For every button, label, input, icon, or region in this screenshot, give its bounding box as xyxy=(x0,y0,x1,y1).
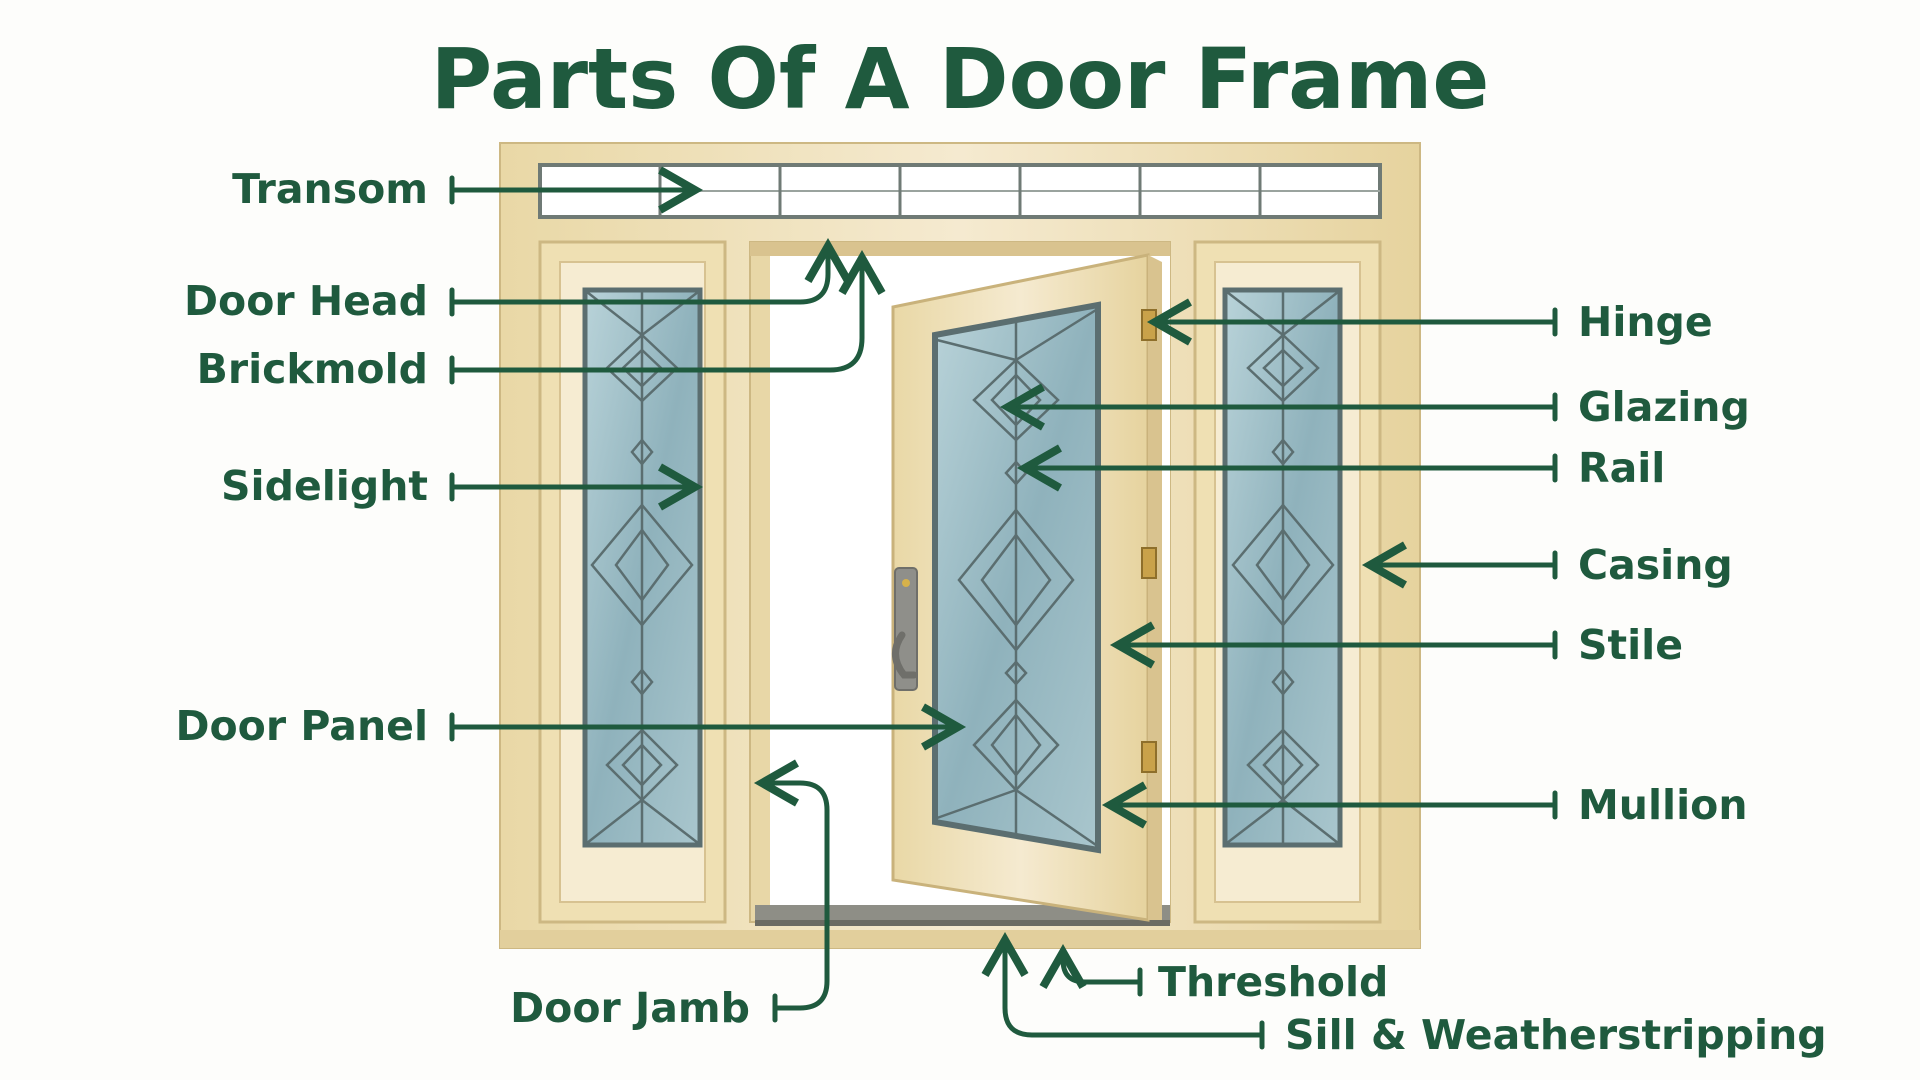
leader-lines xyxy=(449,166,1558,1050)
hinge-top xyxy=(1141,309,1157,341)
door-handle-plate xyxy=(894,567,918,691)
left-sidelight xyxy=(538,240,727,924)
label-casing: Casing xyxy=(1578,541,1733,589)
label-threshold: Threshold xyxy=(1158,958,1389,1006)
leader-door-head xyxy=(449,237,852,305)
leader-door-jamb xyxy=(753,759,830,1011)
label-door-panel: Door Panel xyxy=(175,702,428,750)
leader-brickmold xyxy=(449,249,886,373)
door-leaf xyxy=(891,253,1162,922)
leader-sill xyxy=(981,931,1265,1038)
label-door-jamb: Door Jamb xyxy=(510,984,750,1032)
hinge-middle xyxy=(1141,547,1157,579)
label-glazing: Glazing xyxy=(1578,383,1750,431)
label-stile: Stile xyxy=(1578,621,1684,669)
label-brickmold: Brickmold xyxy=(196,345,428,393)
hinge-bottom xyxy=(1141,741,1157,773)
label-transom: Transom xyxy=(232,165,428,213)
label-sill-weatherstripping: Sill & Weatherstripping xyxy=(1285,1011,1827,1059)
label-door-head: Door Head xyxy=(184,277,428,325)
label-sidelight: Sidelight xyxy=(221,462,428,510)
label-rail: Rail xyxy=(1578,444,1666,492)
leader-threshold xyxy=(1039,943,1143,989)
right-sidelight xyxy=(1193,240,1382,924)
label-hinge: Hinge xyxy=(1578,298,1713,346)
label-mullion: Mullion xyxy=(1578,781,1748,829)
page-title: Parts Of A Door Frame xyxy=(430,30,1490,128)
